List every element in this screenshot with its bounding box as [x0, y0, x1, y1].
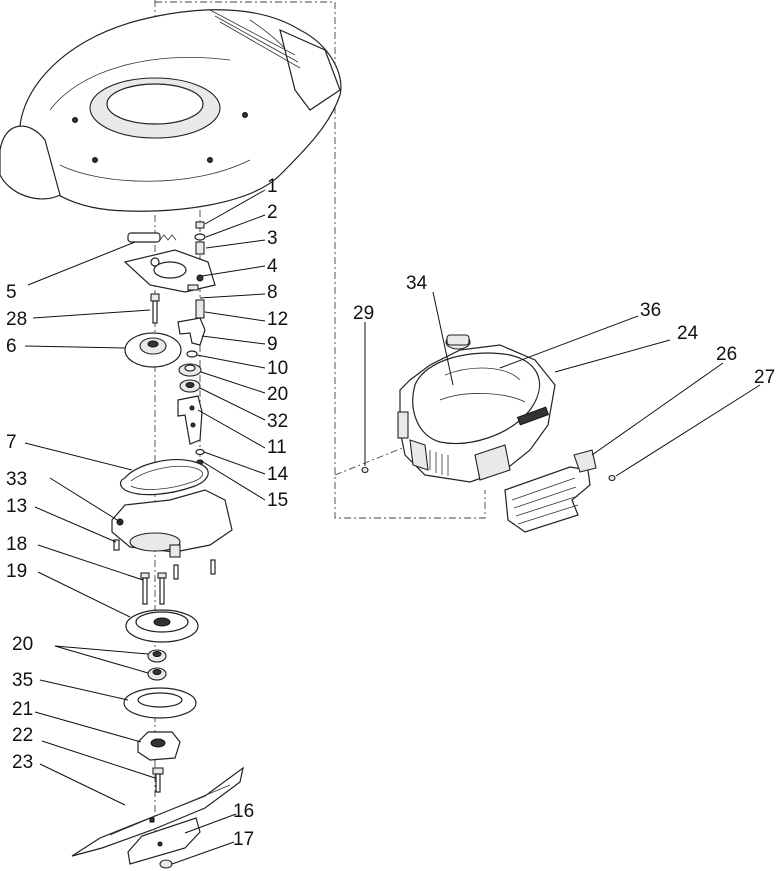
callout-5: 5	[6, 282, 17, 303]
blade-disc-part	[123, 687, 197, 719]
mower-blade-part	[71, 766, 244, 857]
callout-4: 4	[267, 256, 278, 277]
drive-belt-part	[119, 459, 209, 496]
callout-19: 19	[6, 561, 27, 582]
callout-32: 32	[267, 411, 288, 432]
callout-18: 18	[6, 534, 27, 555]
bracket-part	[177, 317, 206, 346]
blade-nut-part	[159, 859, 173, 869]
callout-20-upper: 20	[267, 384, 288, 405]
callout-labels: 1 2 3 4 5 6 7 8 9 10 11 12 13 14 15 16 1…	[6, 176, 775, 850]
belt-cover-part	[111, 489, 233, 558]
callout-21: 21	[12, 699, 33, 720]
spring-part	[127, 232, 177, 243]
long-bolt-parts	[140, 572, 167, 605]
blade-adapter-part	[137, 731, 181, 761]
engine-screw-part	[361, 466, 369, 474]
exhaust-shield-part	[504, 449, 597, 533]
callout-23: 23	[12, 752, 33, 773]
engine-part	[397, 334, 556, 483]
callout-22: 22	[12, 725, 33, 746]
callout-16: 16	[233, 801, 254, 822]
callout-13: 13	[6, 496, 27, 517]
callout-10: 10	[267, 358, 288, 379]
mounting-bracket-part	[177, 395, 203, 445]
callout-15: 15	[267, 490, 288, 511]
bearing-parts	[147, 649, 167, 681]
bearing-washer-parts	[178, 350, 202, 393]
callout-7: 7	[6, 432, 17, 453]
callout-17: 17	[233, 829, 254, 850]
idler-plate-part	[123, 249, 216, 293]
callout-36: 36	[640, 300, 661, 321]
leader-lines	[24, 189, 761, 865]
bolt-washer-spacer-parts	[187, 221, 206, 319]
callout-11: 11	[267, 437, 287, 458]
callout-8: 8	[267, 282, 278, 303]
mower-deck-housing	[0, 9, 342, 212]
blade-stiffener-part	[127, 817, 201, 865]
blade-bolt-part	[152, 767, 164, 793]
callout-9: 9	[267, 334, 278, 355]
callout-28: 28	[6, 309, 27, 330]
bolt-part	[150, 293, 160, 324]
screw-parts	[113, 539, 216, 580]
callout-29: 29	[353, 303, 374, 324]
pulley-part	[124, 332, 182, 368]
callout-33: 33	[6, 469, 27, 490]
drive-pulley-part	[125, 609, 199, 643]
callout-6: 6	[6, 336, 17, 357]
callout-35: 35	[12, 670, 33, 691]
callout-2: 2	[267, 202, 278, 223]
callout-12: 12	[267, 309, 288, 330]
callout-26: 26	[716, 344, 737, 365]
callout-27: 27	[754, 367, 775, 388]
shield-screw-part	[608, 474, 616, 482]
callout-3: 3	[267, 228, 278, 249]
callout-24: 24	[677, 323, 699, 344]
callout-20-lower: 20	[12, 634, 33, 655]
callout-14: 14	[267, 464, 289, 485]
callout-34: 34	[406, 273, 428, 294]
callout-1: 1	[267, 176, 278, 197]
